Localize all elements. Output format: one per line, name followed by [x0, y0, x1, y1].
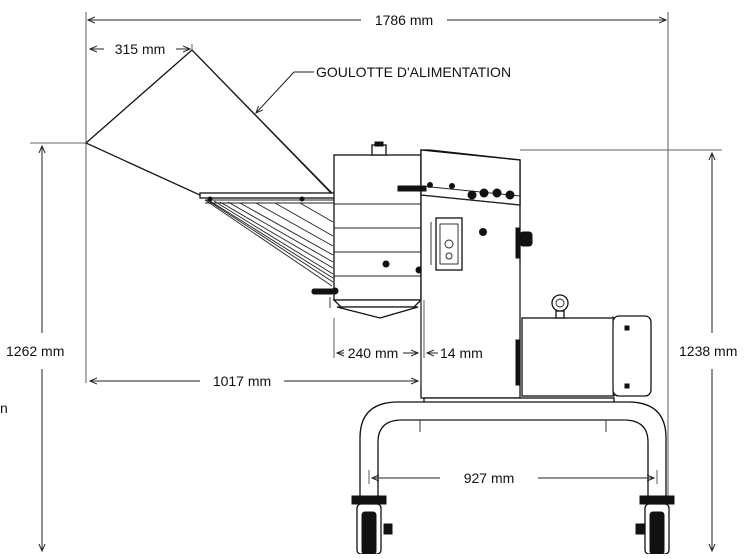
overall-length-label: 1786 mm [375, 12, 433, 28]
motor [521, 294, 652, 397]
dimension-lines [30, 12, 722, 551]
hopper-drum [311, 141, 446, 319]
feed-chute [84, 49, 337, 287]
frame-width-label: 927 mm [464, 470, 515, 486]
right-height-label: 1238 mm [679, 343, 737, 359]
base-frame [351, 401, 675, 555]
edge-mark: n [0, 400, 8, 416]
feed-chute-callout: GOULOTTE D'ALIMENTATION [316, 64, 511, 80]
left-height-label: 1262 mm [6, 343, 64, 359]
hopper-width-label: 240 mm [348, 345, 399, 361]
body-offset-label: 1017 mm [213, 373, 271, 389]
main-cabinet [397, 149, 615, 405]
machine-outline [84, 49, 675, 555]
chute-offset-label: 315 mm [115, 41, 166, 57]
gap-label: 14 mm [440, 345, 483, 361]
dimension-labels: 1786 mm 315 mm GOULOTTE D'ALIMENTATION 1… [0, 12, 737, 486]
